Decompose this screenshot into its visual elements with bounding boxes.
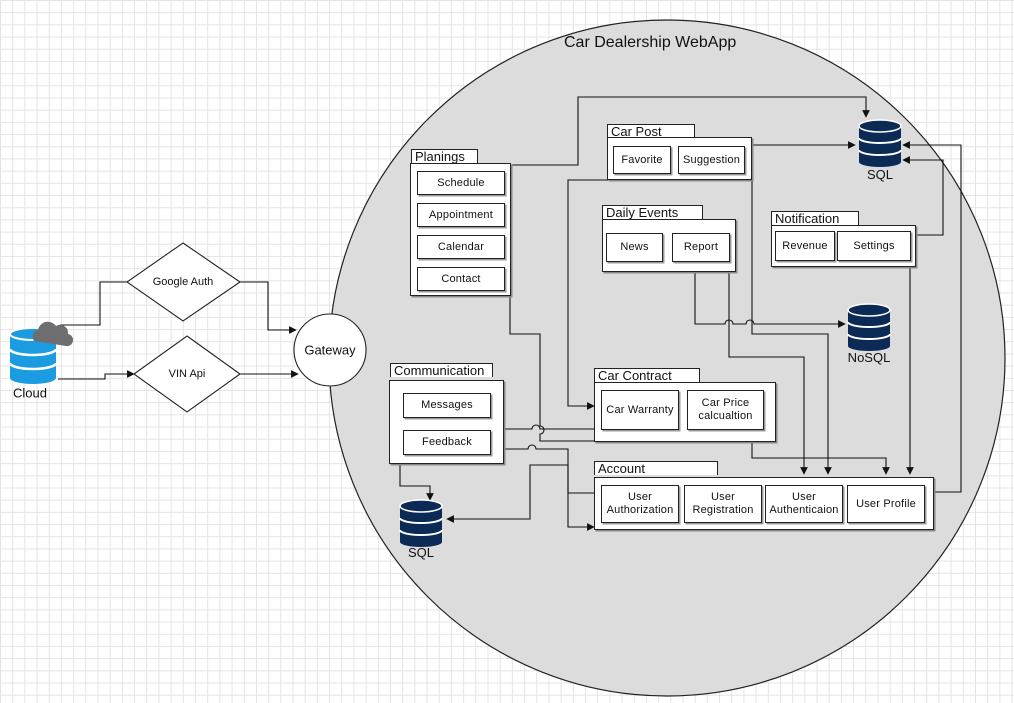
edge-cloud-google xyxy=(60,281,128,326)
edge-planings-sql xyxy=(510,96,870,166)
car-price-calculation-box: Car Price calcualtion xyxy=(687,390,764,430)
cloud-db-icon xyxy=(8,321,74,384)
edge-account-sql xyxy=(902,141,962,493)
nosql-label: NoSQL xyxy=(847,350,891,365)
edge-comm-account xyxy=(504,444,595,531)
suggestion-box: Suggestion xyxy=(678,146,745,174)
sql-bottom-db-icon xyxy=(399,499,443,547)
feedback-box: Feedback xyxy=(403,430,491,455)
nosql-db-icon xyxy=(847,303,891,351)
gateway-node xyxy=(293,313,367,387)
account-title: Account xyxy=(594,461,718,476)
edge-notification-sql xyxy=(902,156,944,236)
revenue-box: Revenue xyxy=(775,231,835,261)
edge-account-sqlbottom xyxy=(446,464,594,523)
car-post-title: Car Post xyxy=(607,124,695,139)
diagram-title: Car Dealership WebApp xyxy=(564,34,737,51)
google-auth-diamond xyxy=(126,242,241,322)
cloud-label: Cloud xyxy=(13,385,47,401)
edge-carpost-contract xyxy=(567,179,608,410)
user-profile-box: User Profile xyxy=(847,485,925,523)
edge-cloud-vin xyxy=(58,370,135,380)
messages-box: Messages xyxy=(403,393,491,418)
communication-title: Communication xyxy=(390,363,493,378)
user-registration-box: User Registration xyxy=(684,485,762,523)
notification-title: Notification xyxy=(771,211,859,226)
sql-bottom-label: SQL xyxy=(407,545,435,560)
sql-top-label: SQL xyxy=(866,167,894,182)
edge-contract-profile xyxy=(751,442,890,475)
planings-title: Planings xyxy=(411,149,478,164)
sql-top-db-icon xyxy=(858,119,902,167)
user-authorization-box: User Authorization xyxy=(601,485,679,523)
news-box: News xyxy=(606,233,663,262)
vin-api-diamond xyxy=(133,335,241,413)
edge-comm-sqlbottom xyxy=(399,464,434,501)
report-box: Report xyxy=(672,233,730,262)
car-warranty-box: Car Warranty xyxy=(601,390,679,430)
vin-api-label: VIN Api xyxy=(168,368,206,380)
gateway-label: Gateway xyxy=(304,342,356,358)
contact-box: Contact xyxy=(417,267,505,291)
schedule-box: Schedule xyxy=(417,171,505,195)
appointment-box: Appointment xyxy=(417,203,505,227)
car-contract-title: Car Contract xyxy=(594,368,700,383)
edge-events-nosql xyxy=(694,272,846,328)
edge-comm-contract xyxy=(504,424,594,430)
daily-events-title: Daily Events xyxy=(602,205,703,220)
edge-google-gateway xyxy=(240,281,297,334)
google-auth-label: Google Auth xyxy=(152,276,214,288)
edge-carpost-auth xyxy=(751,180,832,475)
webapp-boundary xyxy=(328,19,1006,697)
user-authentication-box: User Authenticaion xyxy=(765,485,843,523)
settings-box: Settings xyxy=(837,231,911,261)
calendar-box: Calendar xyxy=(417,235,505,259)
edge-events-authn xyxy=(728,272,808,475)
favorite-box: Favorite xyxy=(613,146,671,174)
